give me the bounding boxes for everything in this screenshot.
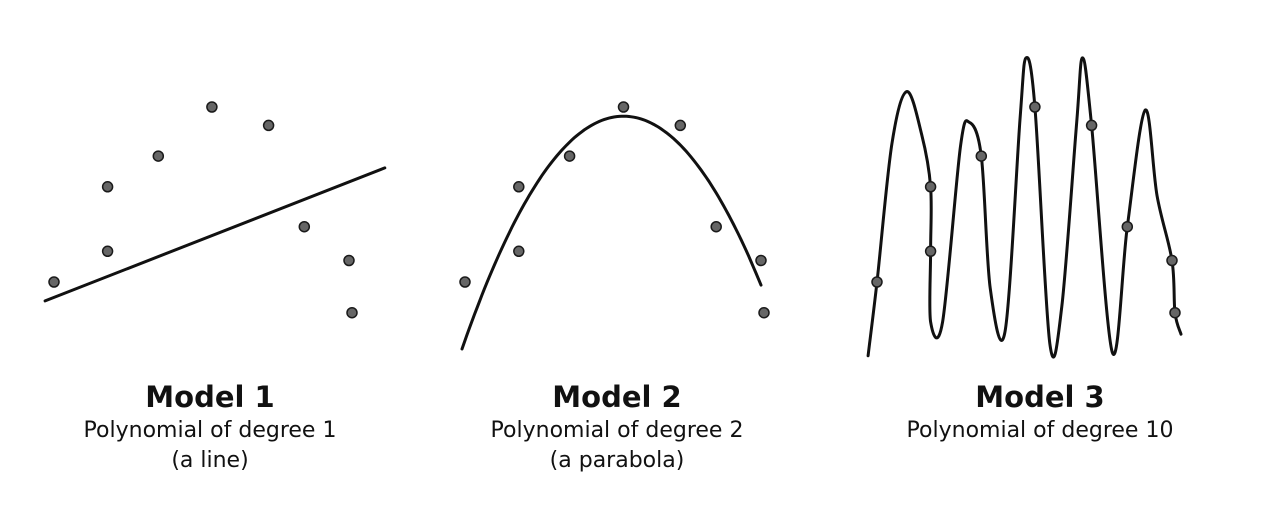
data-point — [710, 220, 722, 233]
model-2-note: (a parabola) — [549, 448, 685, 473]
data-point — [101, 245, 114, 258]
data-point — [206, 101, 218, 113]
model-3-title: Model 3 — [975, 380, 1105, 414]
data-point — [48, 276, 60, 288]
model-3-points — [871, 101, 1181, 319]
model-2-title: Model 2 — [552, 380, 682, 414]
model-3-fit-wiggle-curve — [866, 55, 1183, 359]
model-1-note: (a line) — [171, 448, 249, 473]
model-1-points — [48, 101, 358, 319]
model-3-caption: Model 3 Polynomial of degree 10 — [840, 378, 1240, 446]
model-2-fit-parabola — [460, 114, 763, 351]
data-point — [101, 181, 114, 193]
data-point — [346, 306, 358, 319]
model-2-plot — [459, 101, 770, 351]
data-point — [152, 150, 165, 162]
data-point — [459, 276, 471, 288]
model-1-title: Model 1 — [145, 380, 275, 414]
model-2-caption: Model 2 Polynomial of degree 2 (a parabo… — [417, 378, 817, 476]
data-point — [674, 119, 687, 132]
model-1-subtitle: Polynomial of degree 1 — [83, 418, 337, 443]
model-1-caption: Model 1 Polynomial of degree 1 (a line) — [10, 378, 410, 476]
model-2-points — [459, 101, 770, 319]
data-point — [871, 276, 883, 288]
data-point — [1085, 119, 1098, 132]
data-point — [924, 181, 937, 193]
data-point — [1169, 306, 1181, 319]
model-1-plot — [43, 101, 387, 319]
data-point — [513, 181, 525, 193]
data-point — [1029, 101, 1041, 113]
data-point — [617, 101, 630, 113]
data-point — [343, 254, 355, 267]
data-point — [513, 245, 525, 258]
model-3-plot — [866, 55, 1183, 359]
data-point — [1121, 220, 1134, 233]
data-point — [563, 150, 576, 162]
data-point — [1166, 254, 1178, 267]
model-1-fit-line — [43, 166, 387, 303]
data-point — [755, 254, 767, 267]
data-point — [298, 220, 311, 233]
data-point — [975, 150, 988, 162]
model-2-subtitle: Polynomial of degree 2 — [490, 418, 744, 443]
data-point — [924, 245, 937, 258]
data-point — [262, 119, 275, 132]
data-point — [758, 306, 770, 319]
model-3-subtitle: Polynomial of degree 10 — [906, 418, 1174, 443]
